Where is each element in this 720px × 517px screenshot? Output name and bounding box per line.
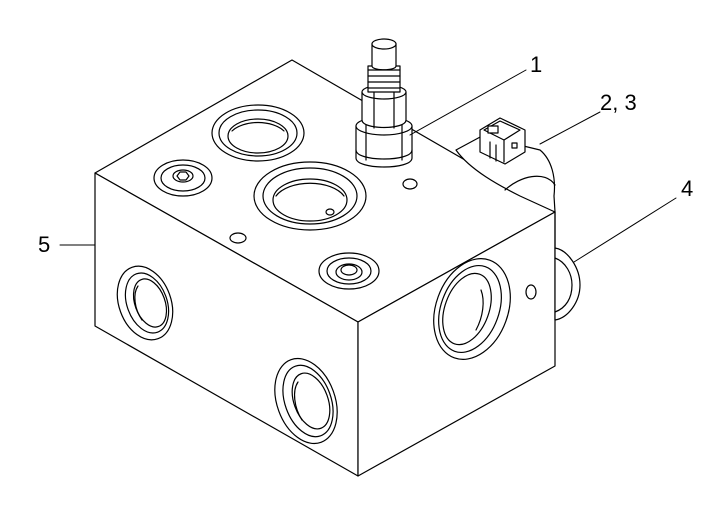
top-ports [153, 104, 418, 290]
top-port-center [253, 161, 367, 231]
leader-4 [573, 197, 677, 263]
callout-5: 5 [38, 232, 50, 257]
callout-2-3: 2, 3 [600, 90, 637, 115]
right-pin-hole [525, 284, 537, 300]
callout-4: 4 [681, 176, 693, 201]
leader-lines [59, 69, 677, 263]
valve-base [355, 125, 413, 168]
right-face-port [433, 258, 537, 360]
solenoid-body [455, 135, 556, 213]
valve-cap [371, 43, 397, 71]
top-plug-left [153, 159, 213, 197]
callout-1: 1 [530, 52, 542, 77]
cartridge-valve [355, 38, 413, 168]
left-port-upper [116, 265, 174, 341]
top-plug-front [318, 252, 380, 290]
valve-nut [361, 91, 407, 129]
top-pin-hole-left [229, 232, 247, 244]
leader-2-3 [539, 111, 601, 145]
top-port-rear [211, 104, 305, 162]
leader-1 [409, 69, 527, 136]
left-face-ports [116, 265, 338, 445]
coil-housing [554, 247, 581, 321]
manifold-block [94, 59, 556, 477]
left-port-lower [274, 357, 338, 445]
solenoid-connector [455, 117, 556, 213]
side-coil [554, 211, 581, 321]
connector-plug [479, 117, 526, 165]
callout-labels: 1 2, 3 4 5 [38, 52, 693, 257]
top-pin-hole-right [402, 178, 418, 190]
